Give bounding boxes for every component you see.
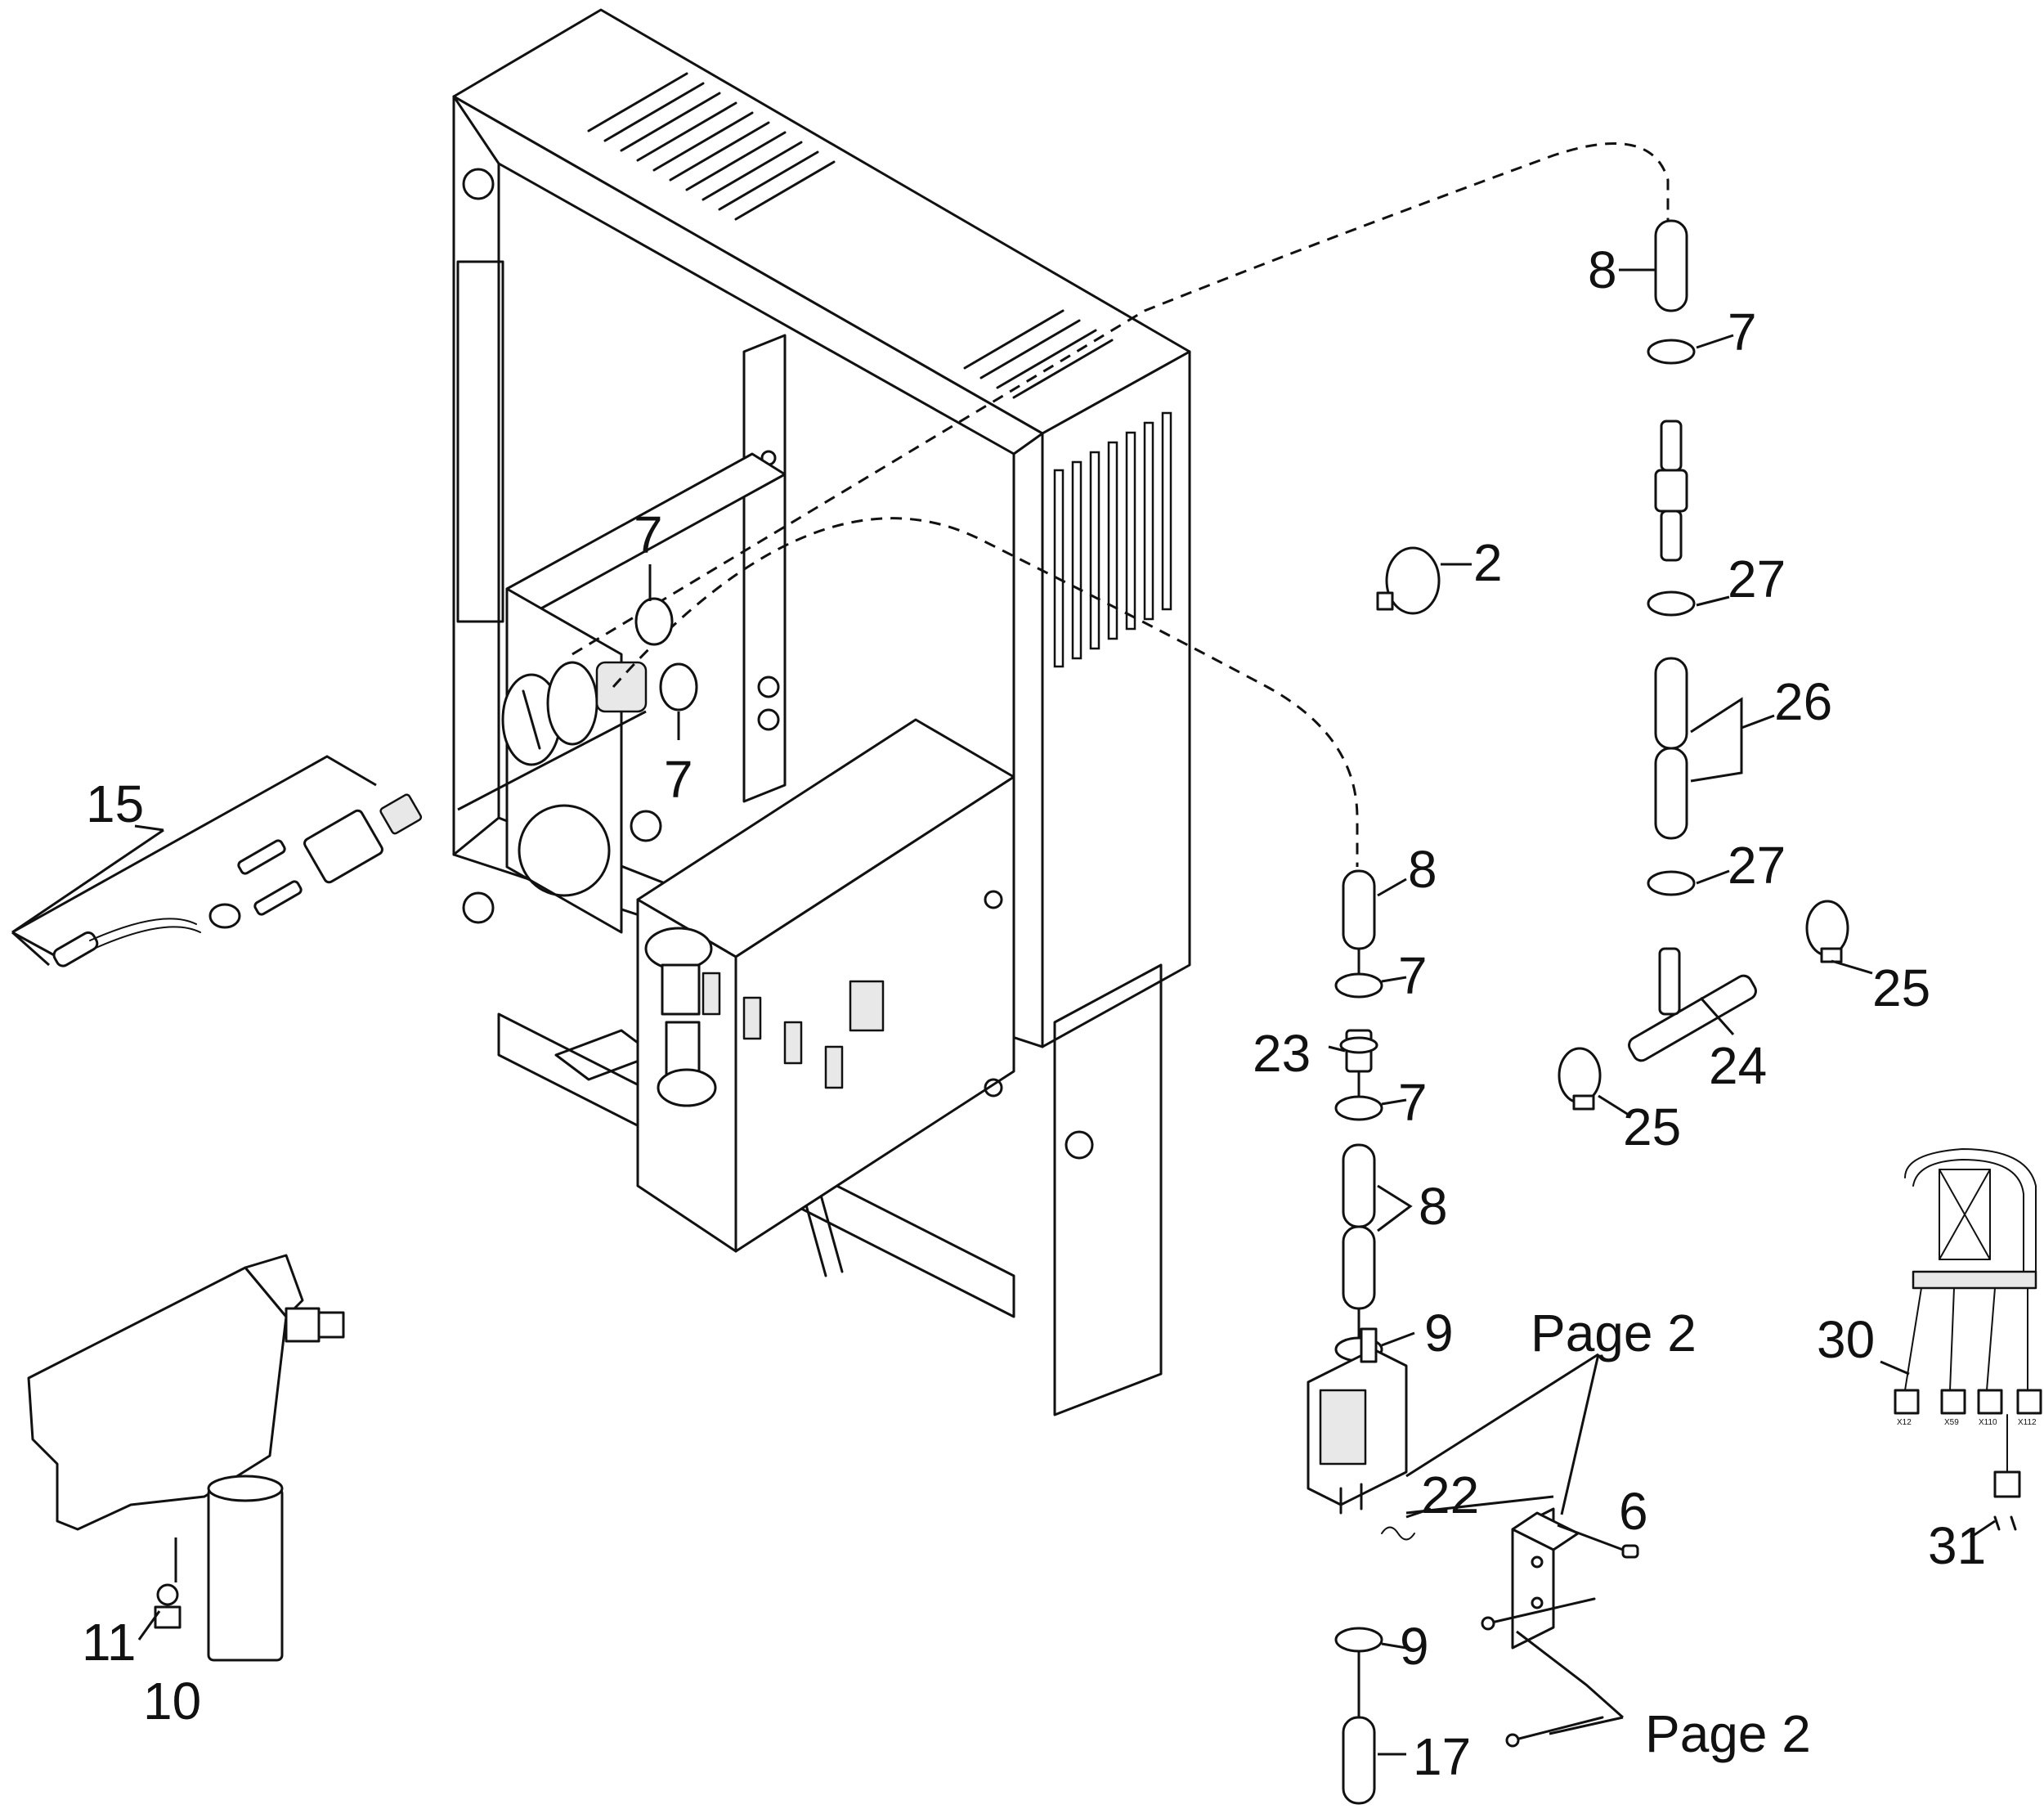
- callout-page2-lower: Page 2: [1645, 1704, 1811, 1763]
- circlip-7-hose: [1334, 972, 1383, 999]
- callout-22: 22: [1421, 1466, 1479, 1524]
- callout-8-middle: 8: [1408, 840, 1437, 899]
- side-vent-slots: [1053, 411, 1172, 668]
- connector-label-x59: X59: [1944, 1418, 1959, 1427]
- connector-label-x112: X112: [2018, 1418, 2037, 1427]
- callout-7-middle-lower: 7: [1398, 1073, 1428, 1132]
- solenoid-valve: [1307, 1327, 1408, 1515]
- connector-label-x110: X110: [1979, 1418, 1997, 1427]
- hose-8-right: [1654, 219, 1688, 312]
- callout-6: 6: [1619, 1482, 1648, 1541]
- hose-clamp-25-left: [1558, 1047, 1602, 1111]
- hose-8-top: [1342, 869, 1376, 950]
- callout-7-left-upper: 7: [634, 505, 663, 564]
- long-screws: [1481, 1597, 1604, 1748]
- hose-clamp-25-right: [1805, 900, 1849, 963]
- callout-8-top-right: 8: [1588, 240, 1617, 299]
- hose-26: [1654, 657, 1688, 840]
- callout-7-left-lower: 7: [664, 750, 693, 809]
- circlip-7-lower: [659, 662, 698, 740]
- callout-25-right: 25: [1872, 958, 1930, 1017]
- callout-25-left: 25: [1623, 1098, 1681, 1156]
- callout-26: 26: [1774, 672, 1832, 731]
- hose-8-split: [1342, 1143, 1376, 1310]
- nipple-23: [1339, 1029, 1378, 1073]
- callout-7-top-right: 7: [1728, 303, 1757, 361]
- callout-7-middle-upper: 7: [1398, 946, 1428, 1005]
- tee-connector-24: [1628, 947, 1757, 1062]
- callout-31: 31: [1928, 1516, 1986, 1575]
- callout-27-upper: 27: [1728, 550, 1786, 608]
- callout-9-lower: 9: [1400, 1617, 1429, 1676]
- callout-27-lower: 27: [1728, 836, 1786, 895]
- roof-vent-slots: [587, 72, 1114, 399]
- dashed-routing-lines: [457, 141, 1670, 867]
- circlip-7-right: [1647, 339, 1696, 365]
- screws-31: [1993, 1515, 2017, 1531]
- inlet-valve-assembly: [27, 1254, 345, 1662]
- sensor-kit-15: [11, 755, 423, 967]
- callout-24: 24: [1709, 1036, 1767, 1095]
- control-knob: [501, 661, 648, 766]
- clip-22: [1381, 1526, 1415, 1541]
- connector-label-x12: X12: [1897, 1418, 1912, 1427]
- callout-2: 2: [1473, 533, 1503, 592]
- pump-fitting: [644, 927, 717, 1107]
- clamp-9-lower: [1334, 1627, 1383, 1653]
- callout-11: 11: [82, 1613, 136, 1672]
- hose-17: [1342, 1716, 1376, 1805]
- callout-8-lower: 8: [1419, 1177, 1448, 1236]
- screw-6: [1621, 1544, 1639, 1559]
- callout-17: 17: [1413, 1727, 1471, 1786]
- wiring-harness-30: [1894, 1148, 2042, 1498]
- callout-9-upper: 9: [1424, 1304, 1454, 1362]
- circlip-7-upper: [634, 564, 674, 646]
- callout-30: 30: [1817, 1310, 1875, 1369]
- callout-10: 10: [143, 1672, 201, 1730]
- clamp-27-upper: [1647, 590, 1696, 617]
- clamp-27-lower: [1647, 870, 1696, 896]
- callout-23: 23: [1253, 1024, 1311, 1083]
- straight-connector: [1654, 420, 1688, 562]
- callout-15: 15: [86, 774, 144, 833]
- circlip-7-hose-lower: [1334, 1095, 1383, 1121]
- callout-page2-upper: Page 2: [1531, 1304, 1697, 1362]
- hose-clamp-2: [1376, 546, 1441, 615]
